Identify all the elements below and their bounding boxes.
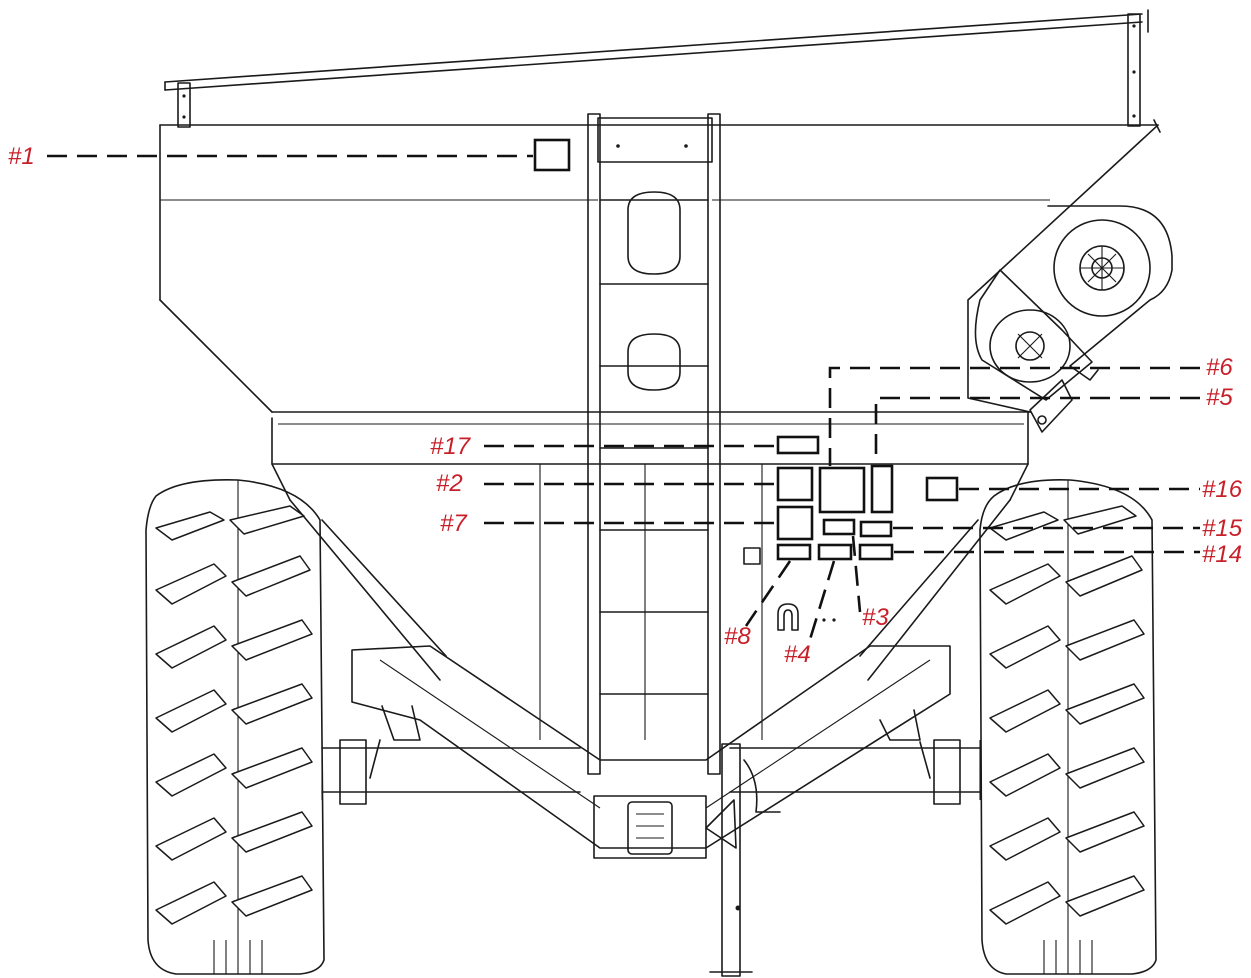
ladder bbox=[587, 113, 721, 775]
right-tire bbox=[979, 479, 1157, 975]
decal-5 bbox=[870, 464, 894, 514]
decal-16 bbox=[925, 476, 959, 502]
leader-8 bbox=[744, 560, 792, 627]
decal-17 bbox=[776, 435, 820, 455]
decal-14 bbox=[858, 543, 894, 561]
decal-markers bbox=[533, 138, 959, 561]
label-15: #15 bbox=[1202, 515, 1243, 542]
decal-4 bbox=[817, 543, 853, 561]
label-6: #6 bbox=[1206, 354, 1233, 381]
panel-details bbox=[743, 547, 836, 631]
label-2: #2 bbox=[436, 470, 463, 497]
label-14: #14 bbox=[1202, 541, 1242, 568]
leader-5 bbox=[874, 396, 1200, 464]
hopper-extension bbox=[159, 9, 1161, 133]
label-8: #8 bbox=[724, 623, 751, 650]
label-3: #3 bbox=[862, 604, 889, 631]
decal-3 bbox=[822, 518, 856, 536]
label-17: #17 bbox=[430, 433, 472, 460]
decal-8 bbox=[776, 543, 812, 561]
leader-lines bbox=[47, 154, 1200, 647]
decal-1 bbox=[533, 138, 571, 172]
decal-6 bbox=[818, 466, 866, 514]
decal-7 bbox=[776, 505, 814, 541]
hopper-body bbox=[159, 124, 1050, 740]
tongue-frame bbox=[321, 645, 981, 977]
auger-assembly bbox=[967, 124, 1173, 433]
callout-labels: #1 #6 #5 #17 #2 #16 #7 #15 #14 #3 #8 #4 bbox=[8, 143, 1243, 668]
label-5: #5 bbox=[1206, 384, 1233, 411]
decal-2 bbox=[776, 466, 814, 502]
leader-3 bbox=[851, 535, 862, 613]
left-tire bbox=[145, 479, 325, 975]
braces bbox=[289, 499, 1011, 681]
label-4: #4 bbox=[784, 641, 811, 668]
decal-15 bbox=[859, 520, 893, 538]
leader-4 bbox=[806, 560, 836, 647]
label-16: #16 bbox=[1202, 476, 1243, 503]
leader-6 bbox=[828, 366, 1200, 466]
label-1: #1 bbox=[8, 143, 35, 170]
label-7: #7 bbox=[440, 510, 468, 537]
